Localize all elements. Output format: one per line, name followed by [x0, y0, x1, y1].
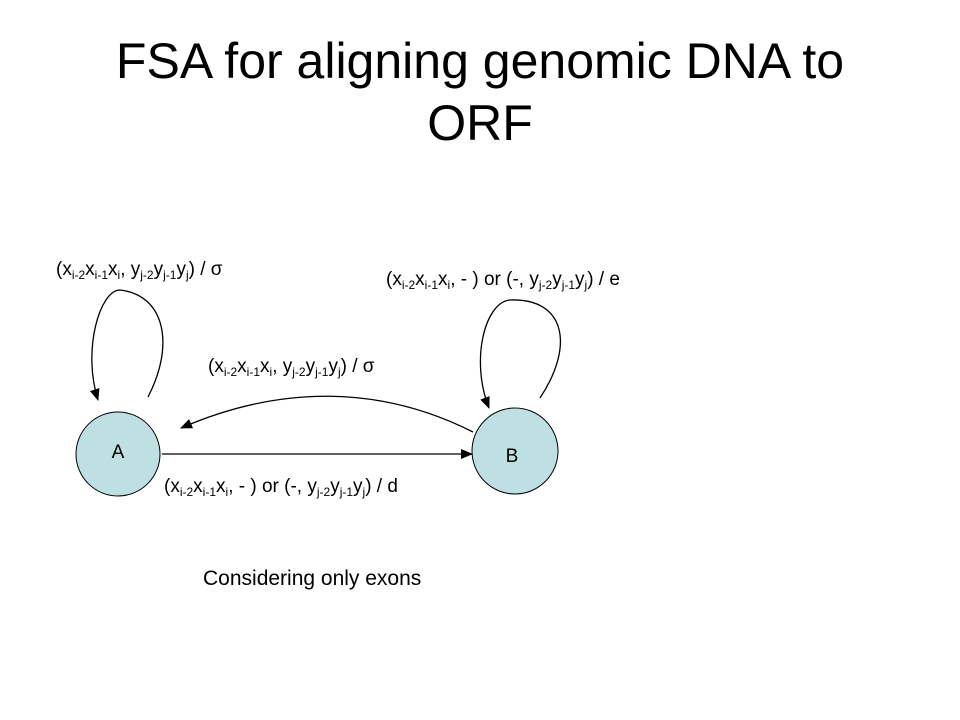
label-text: x: [415, 269, 425, 290]
label-text: , - ) or (-, y: [228, 476, 317, 497]
label-text: (x: [164, 476, 180, 497]
edge-b-to-a-label: (xi-2xi-1xi, yj-2yj-1yj) / σ: [208, 355, 375, 379]
label-text: , y: [120, 259, 141, 280]
label-text: y: [353, 476, 363, 497]
page-title: FSA for aligning genomic DNA to ORF: [0, 30, 960, 154]
node-b-label: B: [505, 446, 519, 467]
subscript: i-2: [223, 365, 238, 379]
loop-a-arrow: [89, 289, 164, 401]
label-text: x: [237, 356, 247, 377]
label-text: x: [85, 259, 95, 280]
subscript: i: [447, 278, 451, 292]
subscript: j: [362, 485, 366, 499]
label-text: x: [193, 476, 203, 497]
subscript: i-1: [202, 485, 217, 499]
edge-a-to-b-label: (xi-2xi-1xi, - ) or (-, yj-2yj-1yj) / d: [164, 475, 398, 499]
caption: Considering only exons: [203, 567, 422, 590]
label-text: x: [108, 259, 118, 280]
title-line-2: ORF: [427, 95, 533, 151]
subscript: j-1: [163, 268, 177, 282]
subscript: i: [225, 485, 229, 499]
label-text: ) / σ: [188, 259, 223, 280]
label-text: x: [260, 356, 270, 377]
subscript: i: [117, 268, 121, 282]
label-text: ) / σ: [340, 356, 375, 377]
subscript: i-1: [94, 268, 109, 282]
label-text: , y: [272, 356, 293, 377]
edge-b-to-a: [180, 395, 474, 433]
subscript: j: [185, 268, 189, 282]
title-line-1: FSA for aligning genomic DNA to: [115, 33, 845, 89]
label-text: , - ) or (-, y: [450, 269, 539, 290]
loop-b-arrow: [479, 299, 562, 409]
label-text: (x: [208, 356, 224, 377]
label-text: (x: [56, 259, 72, 280]
subscript: i-2: [179, 485, 194, 499]
label-text: (x: [386, 269, 402, 290]
subscript: j-1: [339, 485, 354, 499]
label-text: y: [330, 476, 340, 497]
label-text: x: [216, 476, 226, 497]
label-text: y: [305, 356, 316, 377]
subscript: i-2: [401, 278, 416, 292]
label-text: ) / d: [365, 476, 398, 497]
label-text: y: [153, 259, 164, 280]
label-text: ) / e: [587, 269, 620, 290]
label-text: y: [328, 356, 338, 377]
node-a-label: A: [111, 442, 125, 463]
subscript: i-1: [424, 278, 439, 292]
label-text: y: [575, 269, 585, 290]
subscript: i-2: [71, 268, 86, 282]
subscript: i-1: [246, 365, 261, 379]
subscript: i: [269, 365, 273, 379]
subscript: j-2: [140, 268, 154, 282]
subscript: j: [337, 365, 341, 379]
label-text: y: [552, 269, 562, 290]
loop-b-label: (xi-2xi-1xi, - ) or (-, yj-2yj-1yj) / e: [386, 268, 620, 292]
subscript: j-2: [292, 365, 306, 379]
subscript: j-1: [561, 278, 576, 292]
subscript: j-2: [316, 485, 331, 499]
subscript: j-1: [315, 365, 329, 379]
label-text: y: [176, 259, 186, 280]
subscript: j: [584, 278, 588, 292]
loop-a-label: (xi-2xi-1xi, yj-2yj-1yj) / σ: [56, 258, 223, 282]
node-a: [75, 411, 161, 497]
label-text: x: [438, 269, 448, 290]
subscript: j-2: [538, 278, 553, 292]
